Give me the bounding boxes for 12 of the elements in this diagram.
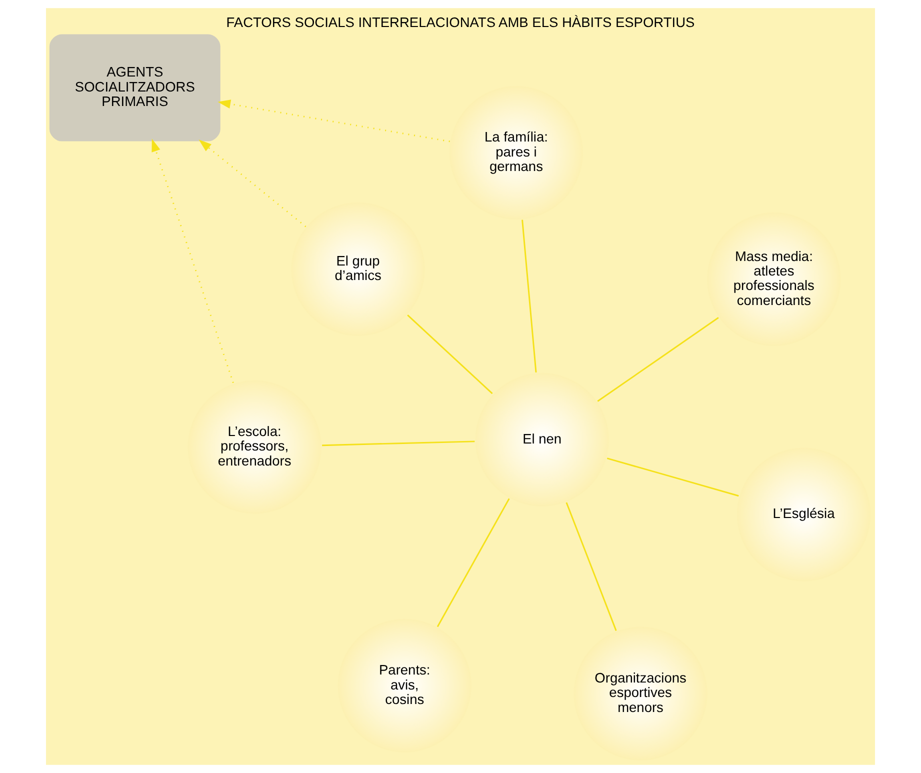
connector <box>606 458 739 497</box>
connector <box>566 502 617 631</box>
connector <box>597 317 719 402</box>
connector <box>407 314 493 394</box>
connector <box>322 440 475 446</box>
node-box: AGENTS SOCIALITZADORS PRIMARIS <box>49 34 220 142</box>
arrow <box>198 140 306 228</box>
diagram-title: FACTORS SOCIALS INTERRELACIONATS AMB ELS HÀBITS ESPORTIUS <box>226 15 695 30</box>
arrow <box>152 138 234 384</box>
arrow <box>218 100 450 142</box>
connector <box>522 220 537 372</box>
connector <box>436 498 510 628</box>
